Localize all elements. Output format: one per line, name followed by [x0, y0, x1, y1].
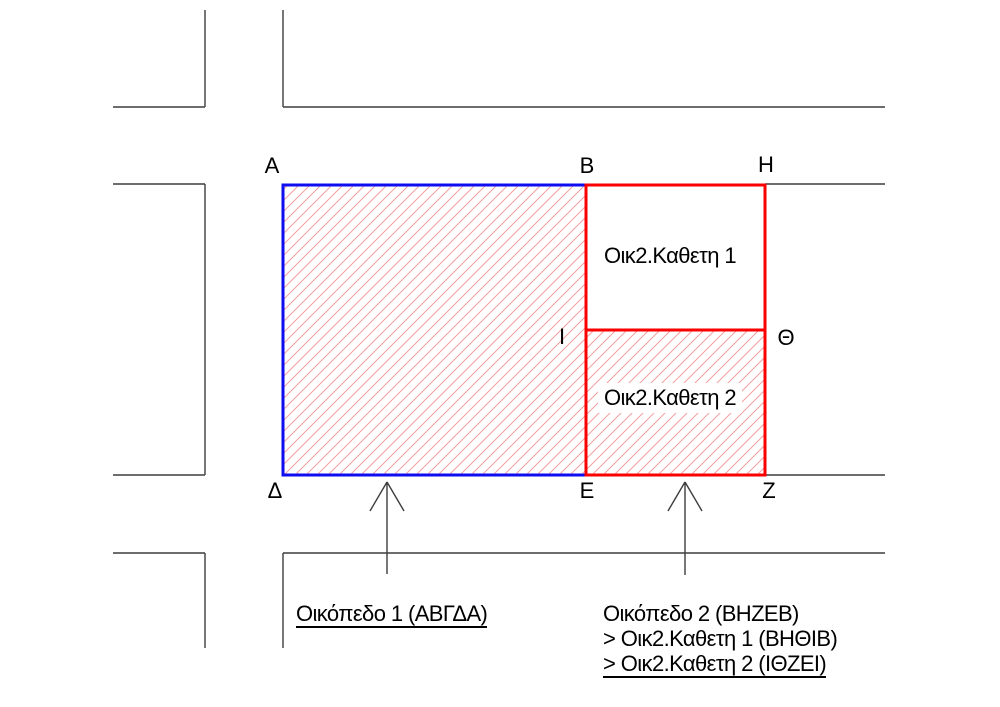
plot2-annotation-line2: > Οικ2.Καθετη 1 (ΒΗΘΙΒ): [603, 626, 838, 651]
plot2-annotation-line3: > Οικ2.Καθετη 2 (ΙΘΖΕΙ): [603, 651, 837, 678]
plot2-annotation-line1: Οικόπεδο 2 (ΒΗΖΕΒ): [603, 601, 799, 626]
vertex-label-zeta: Ζ: [762, 478, 776, 503]
vertex-label-beta: Β: [579, 153, 595, 178]
plot2-annotation-line3-text: > Οικ2.Καθετη 2 (ΙΘΖΕΙ): [603, 651, 827, 678]
plot1-rect: [281, 183, 588, 477]
plot1-annotation-text: Οικόπεδο 1 (ΑΒΓΔΑ): [296, 601, 488, 628]
plot2-leader-arrow: [667, 481, 703, 575]
vertex-label-eta: Η: [758, 152, 774, 177]
plot2-vertical2-label: Οικ2.Καθετη 2: [598, 383, 742, 413]
plot2-vertical1-label: Οικ2.Καθετη 1: [598, 241, 742, 271]
vertex-label-epsilon: Ε: [579, 478, 595, 503]
plot1-annotation: Οικόπεδο 1 (ΑΒΓΔΑ): [296, 601, 488, 628]
vertex-label-theta: Θ: [777, 325, 795, 350]
street-lines: [113, 10, 885, 648]
vertex-label-delta: Δ: [267, 478, 283, 503]
plot2-annotation: Οικόπεδο 2 (ΒΗΖΕΒ) > Οικ2.Καθετη 1 (ΒΗΘΙ…: [603, 601, 838, 678]
vertex-label-iota: Ι: [558, 324, 566, 349]
vertex-label-alpha: Α: [264, 153, 280, 178]
plot1-leader-arrow: [369, 481, 405, 574]
